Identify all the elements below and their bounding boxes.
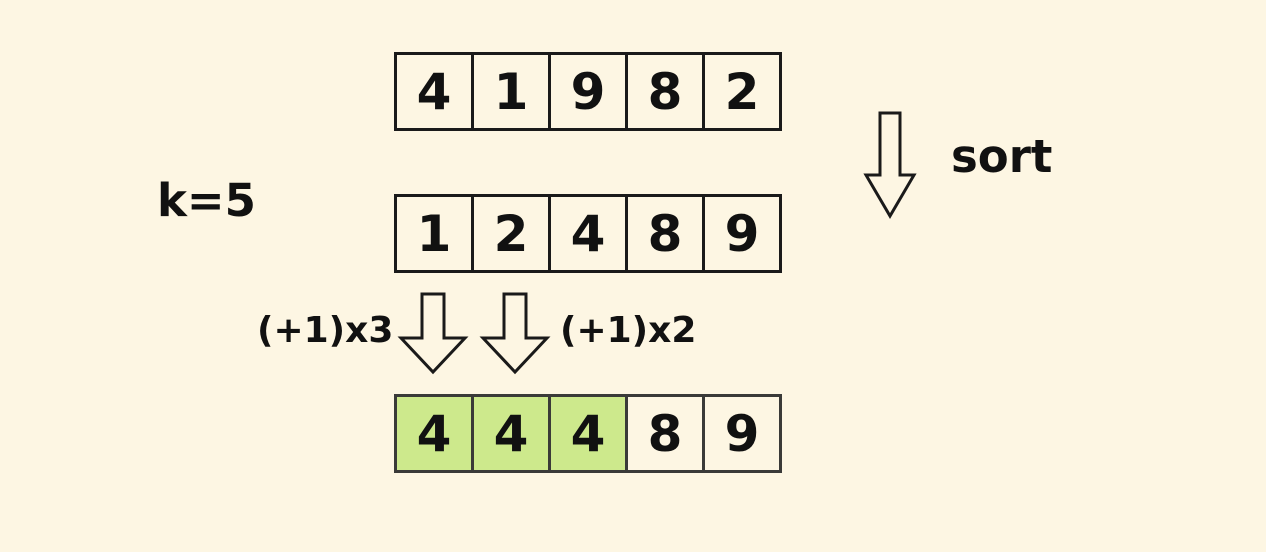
right-operation-label: (+1)x2: [560, 310, 697, 351]
array-cell-highlighted: 4: [394, 394, 474, 473]
array-cell: 2: [471, 194, 551, 273]
array-cell: 9: [702, 394, 782, 473]
sort-label: sort: [951, 130, 1053, 183]
down-block-arrow-icon: [397, 292, 469, 375]
array-cell: 1: [471, 52, 551, 131]
down-block-arrow-icon: [479, 292, 551, 375]
down-block-arrow-icon: [863, 111, 917, 219]
array-cell-highlighted: 4: [548, 394, 628, 473]
array-cell: 4: [548, 194, 628, 273]
array-cell: 9: [702, 194, 782, 273]
array-cell: 4: [394, 52, 474, 131]
array-cell: 2: [702, 52, 782, 131]
array-cell: 8: [625, 394, 705, 473]
array-row-sorted: 1 2 4 8 9: [394, 194, 782, 273]
k-value-label: k=5: [157, 174, 256, 227]
array-row-result: 4 4 4 8 9: [394, 394, 782, 473]
array-cell: 8: [625, 52, 705, 131]
array-row-original: 4 1 9 8 2: [394, 52, 782, 131]
left-operation-label: (+1)x3: [257, 310, 394, 351]
array-cell-highlighted: 4: [471, 394, 551, 473]
array-cell: 1: [394, 194, 474, 273]
array-cell: 8: [625, 194, 705, 273]
array-cell: 9: [548, 52, 628, 131]
